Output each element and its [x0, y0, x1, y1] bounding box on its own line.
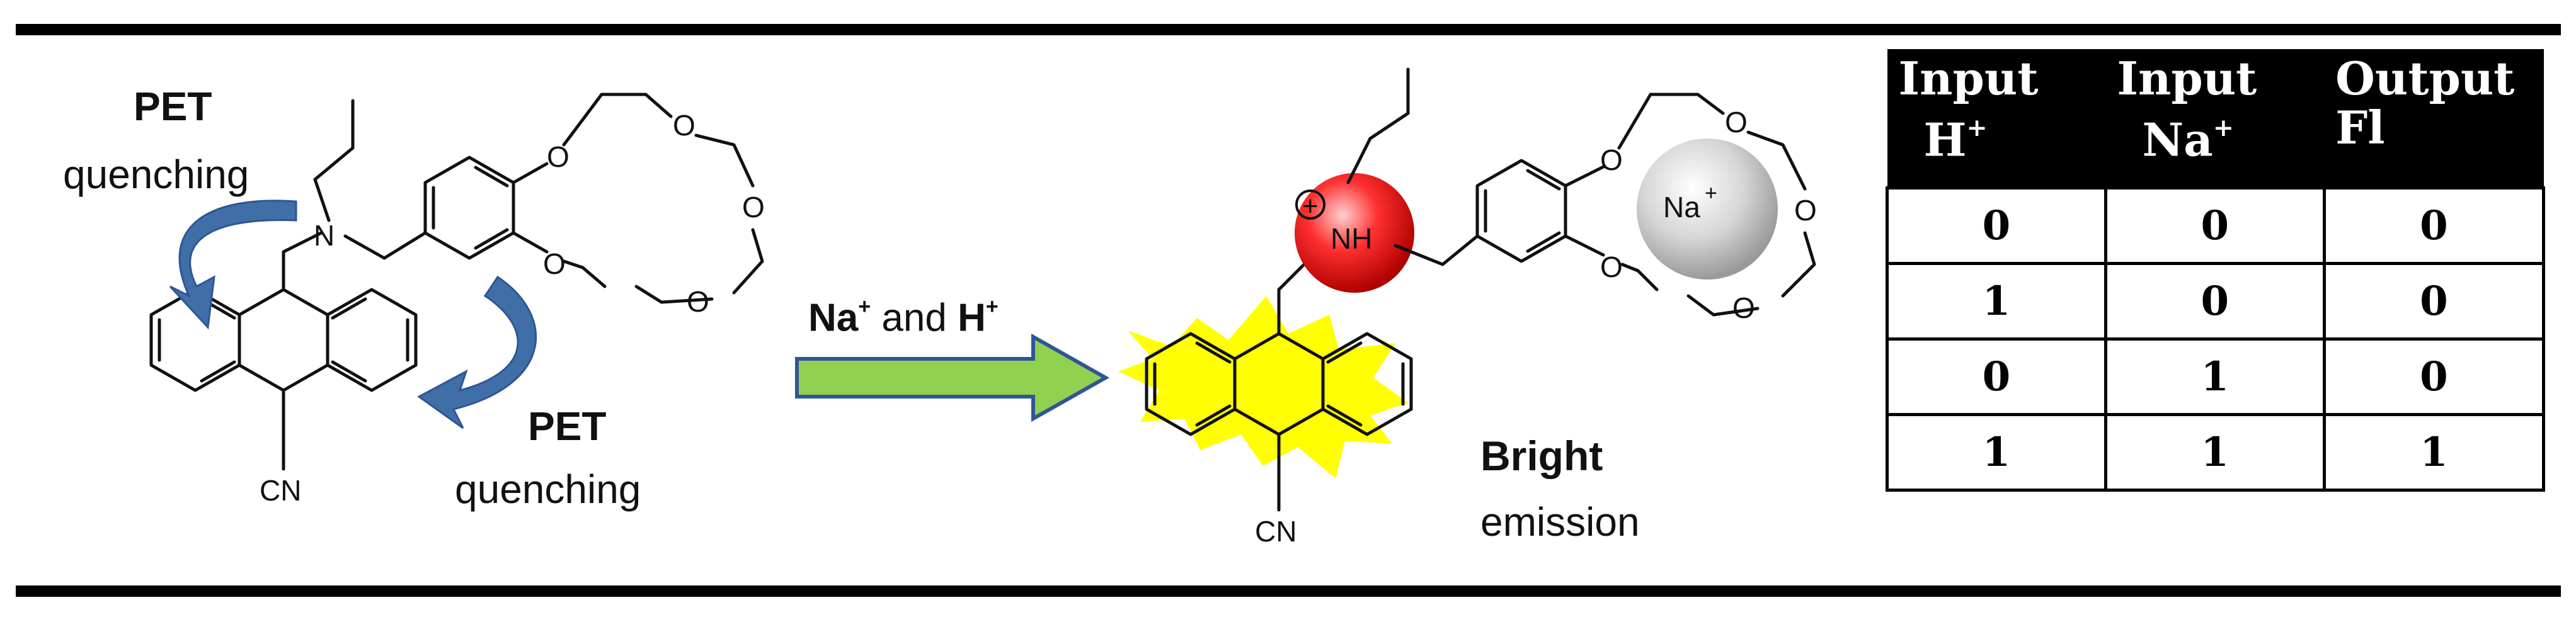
bright-label: Bright: [1480, 433, 1603, 479]
right-molecule: CN + NH O O O O O Na +: [1118, 67, 1817, 548]
table-cell: 0: [2322, 262, 2546, 341]
arrow-label-na-charge: +: [858, 295, 871, 319]
cn-label-right: CN: [1255, 515, 1297, 548]
o-atom-3: O: [742, 191, 765, 223]
header-output-fl-line1: Output: [2335, 52, 2515, 105]
arrow-label-and: and: [881, 296, 947, 340]
table-cell: 1: [2322, 413, 2546, 492]
anthracene-right: [1145, 263, 1413, 512]
o-atom-5: O: [543, 247, 566, 280]
header-input-h-line2: H+: [1899, 103, 2095, 165]
header-input-na-line2: Na+: [2117, 103, 2313, 165]
header-output-fl-line2: Fl: [2335, 101, 2385, 154]
top-rule: [16, 24, 2561, 35]
na-sphere: [1637, 139, 1778, 280]
table-row: 1 0 0: [1886, 262, 2546, 341]
emission-label: emission: [1480, 499, 1640, 545]
o-atom-r5: O: [1600, 251, 1623, 283]
charge-sign: +: [1302, 191, 1319, 222]
truth-table: Input H+ Input Na+ Output Fl 0 0 0 1 0 0…: [1886, 49, 2546, 492]
reaction-arrow: [795, 333, 1110, 422]
table-cell: 0: [1886, 337, 2107, 416]
header-input-na-symbol: Na: [2142, 113, 2213, 167]
quenching-label-bottom: quenching: [455, 466, 641, 512]
table-row: 1 1 1: [1886, 413, 2546, 492]
header-input-h-line1: Input: [1898, 52, 2039, 105]
header-input-na-line1: Input: [2117, 52, 2257, 105]
table-cell: 0: [2322, 337, 2546, 416]
table-cell: 1: [1886, 262, 2107, 341]
left-molecule: CN N O O O O O: [149, 93, 765, 507]
header-input-h-symbol: H: [1923, 113, 1967, 167]
o-atom-4: O: [687, 285, 709, 318]
nh-label: NH: [1331, 222, 1372, 255]
table-cell: 1: [2104, 337, 2326, 416]
o-atom-r2: O: [1725, 106, 1748, 139]
header-output-fl: Output Fl: [2324, 49, 2544, 188]
arrow-label-h-charge: +: [985, 295, 999, 319]
o-atom-1: O: [547, 140, 570, 173]
cn-label-left: CN: [260, 474, 301, 507]
emission-burst: [1118, 296, 1408, 478]
quenching-label-top: quenching: [63, 152, 249, 197]
table-cell: 1: [2104, 413, 2326, 492]
header-input-na-charge: +: [2212, 113, 2234, 142]
pet-label-top: PET: [134, 84, 212, 129]
truth-table-header: Input H+ Input Na+ Output Fl: [1887, 49, 2544, 188]
table-cell: 1: [1886, 413, 2107, 492]
table-cell: 0: [2322, 186, 2546, 265]
pet-arrow-bottom: [417, 275, 537, 429]
table-row: 0 0 0: [1886, 186, 2546, 265]
table-row: 0 1 0: [1886, 337, 2546, 416]
pet-arrow-top: [169, 200, 297, 330]
header-input-h: Input H+: [1887, 49, 2106, 188]
table-cell: 0: [1886, 186, 2107, 265]
header-input-na: Input Na+: [2105, 49, 2325, 188]
table-cell: 0: [2104, 262, 2326, 341]
na-ion-charge: +: [1705, 181, 1717, 205]
arrow-label-h: H: [958, 296, 986, 340]
arrow-label: Na+ and H+: [808, 295, 999, 340]
o-atom-2: O: [673, 109, 696, 142]
bottom-rule: [16, 585, 2561, 597]
arrow-label-na: Na: [808, 296, 859, 340]
pet-label-bottom: PET: [528, 404, 607, 449]
o-atom-r3: O: [1794, 194, 1817, 227]
table-cell: 0: [2104, 186, 2326, 265]
charge-circle: [1295, 189, 1325, 220]
n-atom-left: N: [314, 219, 335, 252]
anthracene-left: [149, 231, 418, 471]
o-atom-r4: O: [1732, 291, 1755, 324]
na-ion-label: Na: [1663, 191, 1700, 223]
o-atom-r1: O: [1600, 144, 1623, 176]
header-input-h-charge: +: [1966, 113, 1988, 142]
